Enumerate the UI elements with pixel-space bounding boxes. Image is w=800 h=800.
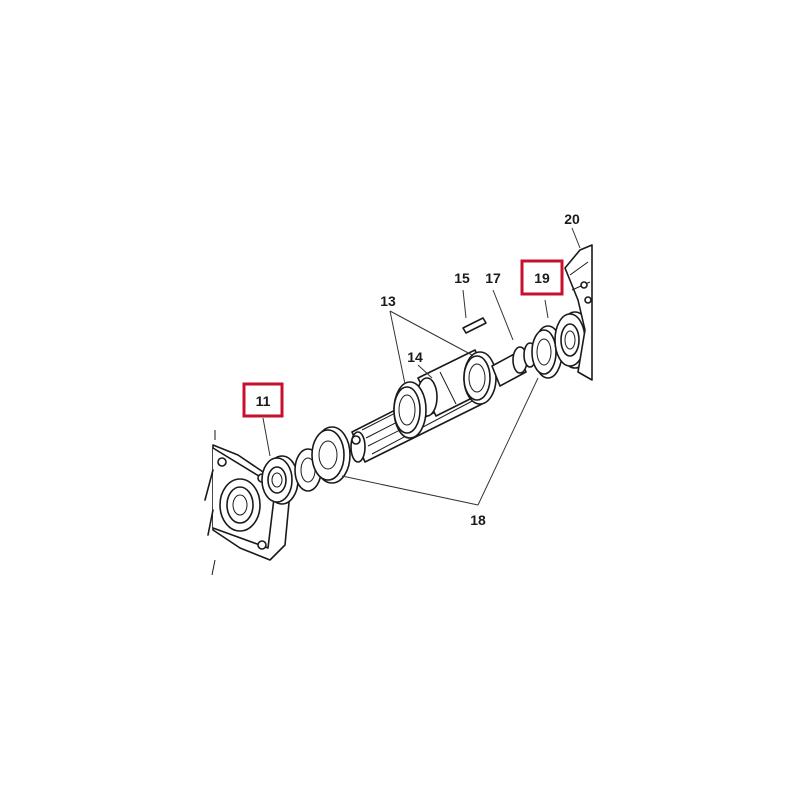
label-part-14: 14 bbox=[407, 349, 423, 365]
label-part-19: 19 bbox=[534, 270, 550, 286]
label-part-18: 18 bbox=[470, 512, 486, 528]
gearbox-housing-20 bbox=[564, 244, 593, 381]
label-part-20: 20 bbox=[564, 211, 580, 227]
left-spacer-rings bbox=[294, 426, 351, 492]
ring-13-left bbox=[393, 381, 427, 439]
shaft-end-17 bbox=[491, 342, 537, 387]
bearing-11 bbox=[261, 455, 299, 505]
flange-housing bbox=[204, 430, 291, 576]
label-part-13: 13 bbox=[380, 293, 396, 309]
label-part-11: 11 bbox=[256, 393, 271, 409]
pin-15 bbox=[462, 317, 487, 334]
leader-lines bbox=[262, 227, 581, 506]
highlight-box-11 bbox=[242, 382, 284, 418]
label-part-17: 17 bbox=[485, 270, 501, 286]
label-part-15: 15 bbox=[454, 270, 470, 286]
ring-13-right bbox=[463, 351, 497, 405]
highlight-box-19 bbox=[520, 259, 564, 296]
